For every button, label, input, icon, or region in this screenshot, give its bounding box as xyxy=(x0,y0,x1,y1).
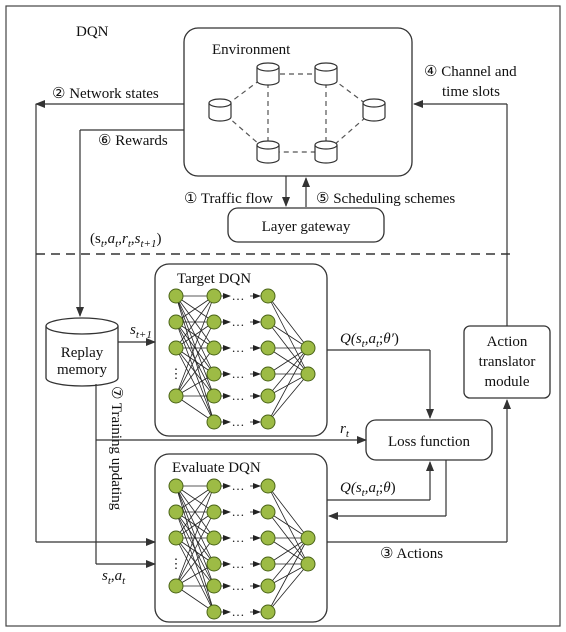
neuron-node xyxy=(206,366,222,382)
neuron-node xyxy=(168,288,184,304)
database-node-icon xyxy=(362,98,386,122)
ellipsis-glyph: … xyxy=(232,366,245,381)
action-translator-label-1: Action xyxy=(487,334,528,350)
vertical-ellipsis-glyph: ⋮ xyxy=(170,366,183,381)
neuron-node xyxy=(206,504,222,520)
vertical-ellipsis-glyph: ⋮ xyxy=(170,556,183,571)
network-states-label: ② Network states xyxy=(52,86,159,102)
database-nodes xyxy=(208,62,386,164)
neuron-node xyxy=(206,288,222,304)
neuron-node xyxy=(168,530,184,546)
neuron-node xyxy=(206,556,222,572)
neuron-node xyxy=(260,314,276,330)
action-translator-label-2: translator xyxy=(479,354,536,370)
neuron-node xyxy=(260,366,276,382)
ellipsis-glyph: … xyxy=(232,414,245,429)
environment-box xyxy=(183,27,413,177)
database-node-icon xyxy=(314,62,338,86)
q-target-label: Q(st,at;θ′) xyxy=(340,331,399,350)
ellipsis-glyph: … xyxy=(232,314,245,329)
replay-label-2: memory xyxy=(57,362,107,378)
rewards-label: ⑥ Rewards xyxy=(98,133,168,149)
neuron-node xyxy=(260,504,276,520)
neuron-node xyxy=(300,340,316,356)
action-translator-label-3: module xyxy=(485,374,530,390)
database-node-icon xyxy=(314,140,338,164)
neuron-node xyxy=(260,288,276,304)
neuron-node xyxy=(168,314,184,330)
neuron-node xyxy=(260,414,276,430)
transition-tuple-label: (st,at,rt,st+1) xyxy=(90,231,161,250)
channel-label-1: ④ Channel and xyxy=(424,64,517,80)
neuron-node xyxy=(260,556,276,572)
target-neural-network: ………………⋮⋮⋮ xyxy=(168,288,316,430)
neuron-node xyxy=(206,478,222,494)
ellipsis-glyph: … xyxy=(232,388,245,403)
environment-label: Environment xyxy=(212,42,291,58)
neuron-node xyxy=(168,340,184,356)
layer-gateway-label: Layer gateway xyxy=(262,219,351,235)
ellipsis-glyph: … xyxy=(232,288,245,303)
neuron-node xyxy=(168,504,184,520)
neuron-node xyxy=(260,530,276,546)
scheduling-label: ⑤ Scheduling schemes xyxy=(316,191,455,207)
ellipsis-glyph: … xyxy=(232,556,245,571)
replay-label-1: Replay xyxy=(61,345,104,361)
neuron-node xyxy=(260,578,276,594)
replay-memory xyxy=(45,317,119,387)
loss-function-label: Loss function xyxy=(388,434,471,450)
channel-label-2: time slots xyxy=(442,84,500,100)
database-node-icon xyxy=(256,62,280,86)
ellipsis-glyph: … xyxy=(232,478,245,493)
q-eval-label: Q(st,at;θ) xyxy=(340,480,396,499)
neuron-node xyxy=(300,366,316,382)
actions-label: ③ Actions xyxy=(380,546,443,562)
neuron-node xyxy=(206,314,222,330)
target-dqn-label: Target DQN xyxy=(177,271,251,287)
database-node-icon xyxy=(208,98,232,122)
evaluate-dqn-label: Evaluate DQN xyxy=(172,460,261,476)
neuron-node xyxy=(206,340,222,356)
neuron-node xyxy=(168,478,184,494)
layer-gateway-box xyxy=(227,207,385,243)
neuron-node xyxy=(206,530,222,546)
state-action-label: st,at xyxy=(102,568,126,587)
neuron-node xyxy=(260,340,276,356)
evaluate-neural-network: ………………⋮⋮⋮ xyxy=(168,478,316,620)
s-next-label: st+1 xyxy=(130,322,152,341)
neuron-node xyxy=(168,388,184,404)
ellipsis-glyph: … xyxy=(232,340,245,355)
ellipsis-glyph: … xyxy=(232,504,245,519)
neuron-node xyxy=(206,578,222,594)
neuron-node xyxy=(206,388,222,404)
neuron-node xyxy=(168,578,184,594)
outer-frame xyxy=(5,5,561,627)
traffic-flow-label: ① Traffic flow xyxy=(184,191,273,207)
diagram-title: DQN xyxy=(76,24,109,40)
neuron-node xyxy=(260,388,276,404)
ellipsis-glyph: … xyxy=(232,604,245,619)
rt-label: rt xyxy=(340,421,350,440)
neuron-node xyxy=(300,530,316,546)
ellipsis-glyph: … xyxy=(232,530,245,545)
neuron-node xyxy=(260,604,276,620)
network-connections: ………………⋮⋮⋮ xyxy=(170,478,309,619)
neuron-node xyxy=(260,478,276,494)
neuron-node xyxy=(300,556,316,572)
neuron-node xyxy=(206,604,222,620)
neuron-node xyxy=(206,414,222,430)
training-updating-label: ⑦ Training updating xyxy=(108,386,124,511)
ellipsis-glyph: … xyxy=(232,578,245,593)
database-node-icon xyxy=(256,140,280,164)
